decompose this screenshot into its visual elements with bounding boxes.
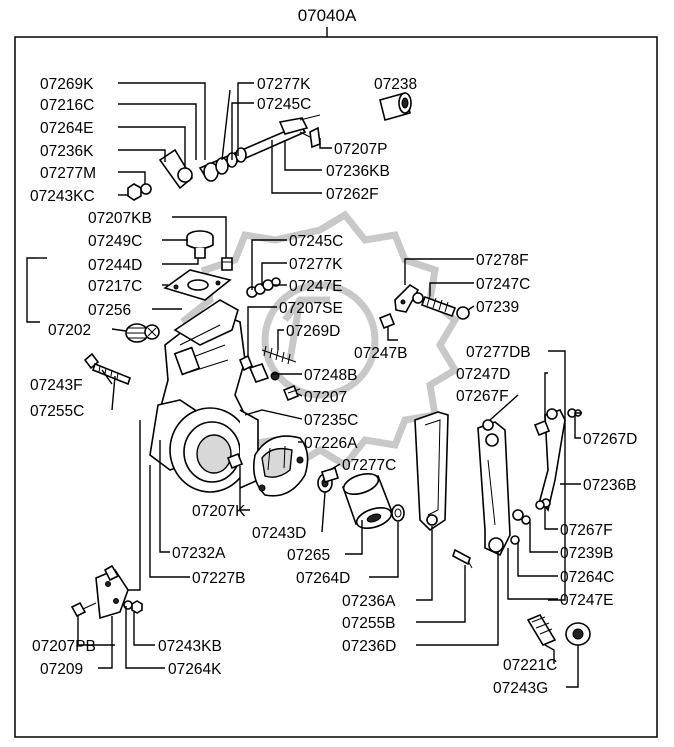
label-07217C: 07217C: [88, 278, 142, 295]
label-07269D: 07269D: [286, 323, 340, 340]
part-07226A: [252, 435, 309, 497]
part-labels: 07269K 07216C 07264E 07236K 07277M 07243…: [30, 76, 637, 697]
part-07239: [412, 292, 470, 320]
label-07236A: 07236A: [342, 593, 396, 610]
part-07247B: [378, 312, 396, 330]
label-07235C: 07235C: [304, 412, 358, 429]
part-07245C-group: [246, 277, 281, 298]
label-07207KB: 07207KB: [88, 210, 152, 227]
part-07221C: [526, 613, 557, 647]
label-07236B: 07236B: [583, 477, 636, 494]
diagram-frame: [14, 36, 658, 738]
part-07264D: [391, 504, 405, 522]
part-07236A: [414, 411, 449, 532]
label-07278F: 07278F: [476, 252, 529, 269]
label-07239: 07239: [476, 299, 519, 316]
label-07277K-mid: 07277K: [289, 256, 343, 273]
part-07202: [125, 323, 160, 343]
part-07278F: [394, 283, 420, 313]
label-07247E-lower: 07247E: [560, 592, 613, 609]
label-07243KB: 07243KB: [158, 638, 222, 655]
part-07207PB: [70, 601, 97, 618]
label-07247C: 07247C: [476, 276, 530, 293]
part-07248B: [248, 363, 280, 383]
governor-shaft-assembly: [127, 114, 321, 201]
part-07209: [95, 564, 129, 620]
label-07262F: 07262F: [326, 186, 379, 203]
label-07232A: 07232A: [172, 545, 226, 562]
part-07255C: [83, 352, 131, 386]
label-07277M: 07277M: [40, 165, 96, 182]
part-07217C: [163, 269, 232, 301]
label-07226A: 07226A: [304, 435, 358, 452]
part-07207K: [226, 452, 244, 470]
label-07221C: 07221C: [503, 657, 557, 674]
label-07267F-upper: 07267F: [456, 388, 509, 405]
label-07245C-mid: 07245C: [289, 233, 343, 250]
watermark-gear-icon: [180, 210, 460, 470]
label-07269K: 07269K: [40, 76, 94, 93]
leader-lines: [26, 82, 582, 688]
label-07267F-lower: 07267F: [560, 522, 613, 539]
part-07236B: [539, 408, 566, 512]
part-07207: [282, 384, 301, 402]
label-07243F: 07243F: [30, 377, 83, 394]
label-07202: 07202: [48, 322, 91, 339]
part-07249C: [186, 230, 214, 259]
label-07255B: 07255B: [342, 615, 395, 632]
part-07255B: [452, 548, 473, 569]
label-07277K-top: 07277K: [257, 76, 311, 93]
label-07236D: 07236D: [342, 638, 396, 655]
label-07207K: 07207K: [192, 503, 246, 520]
label-07227B: 07227B: [192, 570, 245, 587]
part-07207SE: [238, 354, 254, 372]
label-07243G: 07243G: [493, 680, 548, 697]
label-07244D: 07244D: [88, 257, 142, 274]
label-07236KB: 07236KB: [326, 163, 390, 180]
label-07207PB: 07207PB: [32, 638, 96, 655]
part-07239B: [512, 509, 531, 525]
part-07243KB: [123, 600, 143, 614]
part-07265: [341, 472, 394, 530]
label-07264K: 07264K: [168, 661, 222, 678]
part-07207KB: [221, 257, 233, 271]
part-07264C: [510, 535, 520, 545]
label-07247B: 07247B: [354, 345, 407, 362]
label-07239B: 07239B: [560, 545, 613, 562]
label-07209: 07209: [40, 661, 83, 678]
label-07249C: 07249C: [88, 233, 142, 250]
part-07243G: [565, 622, 591, 646]
label-07247E-mid: 07247E: [289, 278, 342, 295]
label-07243KC: 07243KC: [30, 188, 95, 205]
label-07207: 07207: [304, 389, 347, 406]
part-07247D: [533, 419, 551, 437]
label-07277C: 07277C: [342, 457, 396, 474]
label-07238: 07238: [374, 76, 417, 93]
label-07277DB: 07277DB: [466, 344, 531, 361]
label-07245C-top: 07245C: [257, 96, 311, 113]
part-07238: [379, 92, 412, 121]
part-07236D: [477, 421, 511, 557]
label-07264C: 07264C: [560, 569, 614, 586]
part-07269D: [261, 345, 297, 365]
label-07236K: 07236K: [40, 143, 94, 160]
label-07248B: 07248B: [304, 367, 357, 384]
label-07255C: 07255C: [30, 403, 84, 420]
diagram-title: 07040A: [298, 6, 357, 25]
label-07247D: 07247D: [456, 366, 510, 383]
part-07267F: [482, 419, 545, 510]
label-07265: 07265: [287, 547, 330, 564]
label-07216C: 07216C: [40, 97, 94, 114]
label-07264D: 07264D: [296, 570, 350, 587]
label-07256: 07256: [88, 302, 131, 319]
part-07277C: [321, 466, 339, 484]
label-07243D: 07243D: [252, 525, 306, 542]
label-07207SE: 07207SE: [279, 300, 343, 317]
label-07207P: 07207P: [334, 141, 387, 158]
label-07264E: 07264E: [40, 120, 93, 137]
label-07267D: 07267D: [583, 431, 637, 448]
